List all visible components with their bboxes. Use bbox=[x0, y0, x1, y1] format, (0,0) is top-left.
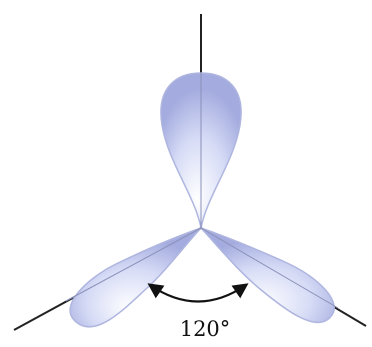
angle-label: 120° bbox=[180, 317, 231, 341]
orbital-lobe-left bbox=[69, 227, 202, 328]
orbital-lobe-right bbox=[200, 227, 335, 323]
left-lobe-axis-inner bbox=[65, 227, 202, 302]
angle-arc-arrow bbox=[147, 283, 249, 303]
right-lobe-axis-inner bbox=[200, 227, 339, 309]
